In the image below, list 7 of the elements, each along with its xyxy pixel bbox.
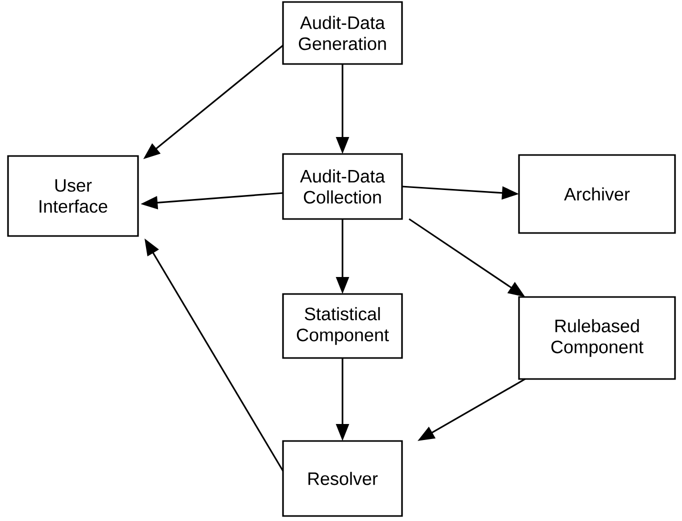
process-box: Rulebased Component <box>518 296 676 380</box>
process-box: Resolver <box>282 440 403 517</box>
process-box: User Interface <box>7 155 139 237</box>
process-box: Statistical Component <box>282 293 403 359</box>
process-box: Archiver <box>518 154 676 234</box>
process-box: Audit-Data Generation <box>282 1 403 65</box>
process-box: Audit-Data Collection <box>282 153 403 220</box>
